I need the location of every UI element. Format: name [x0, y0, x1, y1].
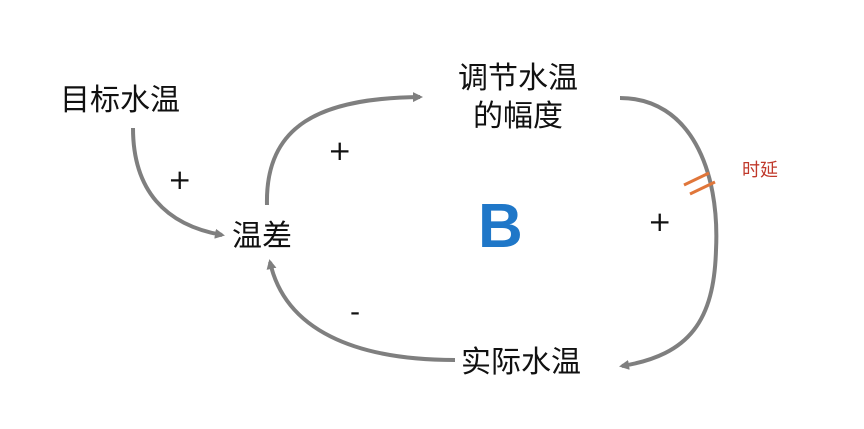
node-adjust-line2: 的幅度	[473, 99, 563, 134]
polarity-diff-to-adjust: +	[328, 134, 352, 167]
polarity-adjust-to-actual: +	[648, 205, 672, 238]
polarity-actual-to-diff: -	[350, 295, 361, 328]
loop-type-label: B	[478, 192, 523, 261]
node-adjust-line1: 调节水温	[458, 61, 578, 96]
node-temp-diff: 温差	[232, 219, 292, 254]
arrow-adjust-to-actual	[619, 96, 719, 370]
arrow-diff-to-adjust	[264, 92, 423, 206]
arrow-actual-to-diff	[266, 259, 456, 362]
node-target-temp: 目标水温	[60, 83, 180, 118]
delay-label: 时延	[742, 160, 778, 181]
delay-mark-icon	[683, 171, 716, 196]
node-actual-temp: 实际水温	[461, 345, 581, 380]
node-adjust-magnitude: 调节水温 的幅度	[440, 60, 596, 136]
polarity-target-to-diff: +	[168, 163, 192, 196]
arrow-target-to-diff	[131, 127, 225, 239]
